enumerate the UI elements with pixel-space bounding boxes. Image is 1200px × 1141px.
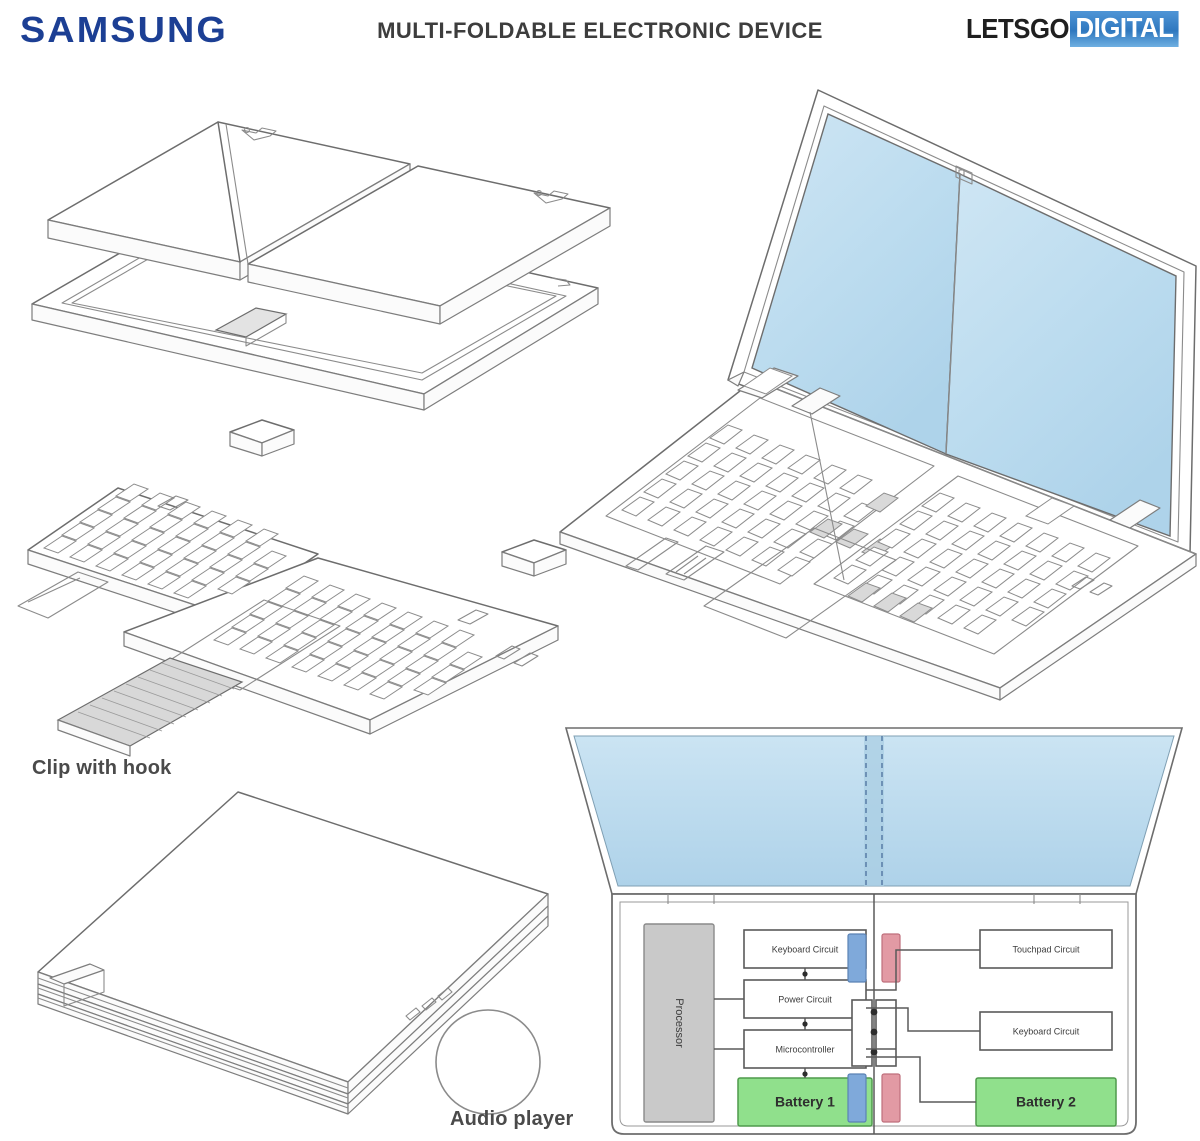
power-key-right xyxy=(1024,497,1076,525)
watermark-digital: DIGITAL xyxy=(1069,11,1179,47)
ribbon-cable xyxy=(56,657,244,757)
camera-lens xyxy=(958,169,965,176)
front-bar xyxy=(625,537,679,571)
figure-folded-device xyxy=(28,782,588,1132)
keyboard-left xyxy=(605,367,935,585)
wire-junctions xyxy=(802,971,808,1077)
keys-left xyxy=(42,483,288,599)
laptop-base xyxy=(559,367,1197,701)
side-ports xyxy=(1071,576,1113,596)
panel-notch-left xyxy=(241,127,277,141)
laptop-lid xyxy=(727,89,1197,555)
block-processor: Processor xyxy=(643,923,715,1123)
figure-exploded-panels xyxy=(18,72,618,442)
left-arm xyxy=(17,571,109,619)
block-microcontroller: Microcontroller xyxy=(743,1029,867,1069)
figure-open-laptop xyxy=(548,80,1198,701)
block-power-circuit-label: Power Circuit xyxy=(778,994,832,1004)
speaker-ports xyxy=(405,987,453,1021)
diagram-wires xyxy=(714,949,980,1103)
block-diagram-lid xyxy=(564,727,1184,895)
keyboard-deck xyxy=(27,483,559,735)
block-keyboard-circuit-2-label: Keyboard Circuit xyxy=(1013,1026,1080,1036)
figure-keyboard-assembly xyxy=(17,419,598,760)
block-keyboard-circuit-1-label: Keyboard Circuit xyxy=(772,944,839,954)
page-title: MULTI-FOLDABLE ELECTRONIC DEVICE xyxy=(377,18,823,43)
block-battery-2: Battery 2 xyxy=(975,1077,1117,1127)
display-panel-right xyxy=(247,165,611,325)
panel-notch-right xyxy=(533,190,569,204)
folded-stack xyxy=(37,791,549,1115)
clip-top xyxy=(229,419,295,457)
caption-audio-player: Audio player xyxy=(450,1108,574,1130)
caption-clip-with-hook: Clip with hook xyxy=(32,757,172,779)
block-keyboard-circuit-2: Keyboard Circuit xyxy=(979,1011,1113,1051)
keys-right xyxy=(212,575,484,700)
block-power-circuit: Power Circuit xyxy=(743,979,867,1019)
letsgo-digital-watermark: LETSGO DIGITAL xyxy=(957,11,1188,47)
camera-dot-left xyxy=(244,127,250,133)
connector-bottom xyxy=(847,1073,901,1123)
block-battery-1-label: Battery 1 xyxy=(775,1094,835,1110)
samsung-logo: SAMSUNG xyxy=(20,9,228,50)
block-processor-label: Processor xyxy=(673,998,685,1048)
watermark-letsgo: LETSGO xyxy=(966,13,1070,44)
keyboard-right xyxy=(813,475,1139,655)
fold-band xyxy=(864,736,884,886)
clip-right xyxy=(501,539,567,577)
power-key xyxy=(742,367,794,395)
header: SAMSUNG MULTI-FOLDABLE ELECTRONIC DEVICE… xyxy=(0,0,1200,62)
block-keyboard-circuit-1: Keyboard Circuit xyxy=(743,929,867,969)
block-battery-1: Battery 1 xyxy=(737,1077,873,1127)
lid-camera-module xyxy=(955,165,973,185)
hinge-notch xyxy=(157,495,189,511)
camera-dot-right xyxy=(536,190,542,196)
figure-block-diagram: Processor Keyboard Circuit Power Circuit… xyxy=(548,712,1200,1140)
clip-slot xyxy=(665,545,725,581)
trackpad xyxy=(703,527,897,639)
block-touchpad-circuit: Touchpad Circuit xyxy=(979,929,1113,969)
block-microcontroller-label: Microcontroller xyxy=(775,1044,834,1054)
hinge-center xyxy=(791,387,841,415)
block-touchpad-circuit-label: Touchpad Circuit xyxy=(1012,944,1080,954)
audio-player-magnifier xyxy=(428,994,552,1115)
deck-side-ports xyxy=(495,645,539,667)
hinge-right xyxy=(1109,499,1161,529)
hinge-notch-right xyxy=(457,609,489,625)
block-battery-2-label: Battery 2 xyxy=(1016,1094,1076,1110)
